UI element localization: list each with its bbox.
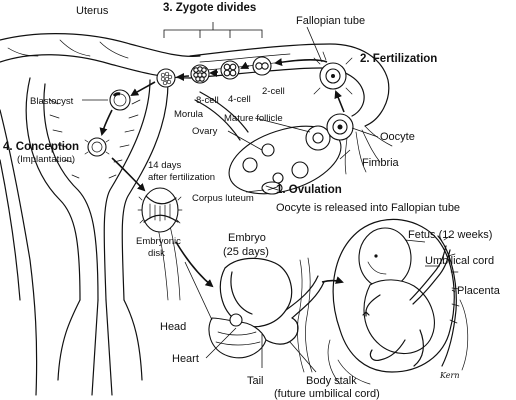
embryo-illustration [175,241,325,373]
ovary-illustration [194,91,342,195]
fimbria-label: Fimbria [362,157,400,169]
morula-stage [156,68,176,88]
heart-label: Heart [172,353,199,365]
zygote-bracket [163,22,263,38]
ovulation-label: 1. Ovulation [276,184,342,196]
ovulation-desc-label: Oocyte is released into Fallopian tube [276,202,460,214]
two-cell-stage [252,56,272,76]
corpus-luteum-label: Corpus luteum [192,193,254,204]
two-cell-label: 2-cell [262,86,285,97]
body-stalk-line1-label: Body stalk [306,375,357,387]
embryonic-line2-label: disk [148,248,165,259]
embryo-line2-label: (25 days) [223,246,269,258]
four-cell-stage [220,60,240,80]
body-stalk-line2-label: (future umbilical cord) [274,388,380,400]
ovary-label: Ovary [192,126,218,137]
fertilization-label: 2. Fertilization [360,53,437,65]
days-line2-label: after fertilization [148,172,215,183]
fertilization-cell [313,51,353,95]
eight-cell-stage [190,64,210,84]
labels: Uterus 3. Zygote divides Fallopian tube … [3,2,501,400]
placenta-label: Placenta [457,285,501,297]
migration-arrows [99,58,345,136]
embryonic-disk-illustration [111,157,183,233]
artist-signature: Kern [439,371,459,380]
fallopian-tube-label: Fallopian tube [296,15,365,27]
uterus-label: Uterus [76,5,109,17]
oocyte-label: Oocyte [380,131,415,143]
implantation-label: (Implantation) [17,154,75,165]
embryo-line1-label: Embryo [228,232,266,244]
blastocyst-label: Blastocyst [30,96,74,107]
oocyte-cell [326,113,354,141]
fetus-illustration [321,218,469,385]
embryonic-line1-label: Embryonic [136,236,181,247]
days-line1-label: 14 days [148,160,182,171]
morula-label: Morula [174,109,204,120]
eight-cell-label: 8-cell [196,95,219,106]
four-cell-label: 4-cell [228,94,251,105]
blastocyst-stage [109,89,131,111]
fetus-label: Fetus (12 weeks) [408,229,492,241]
mature-follicle-label: Mature follicle [224,113,283,124]
uterus-illustration [0,33,201,396]
umbilical-cord-label: Umbilical cord [425,255,494,267]
leader-lines [82,26,456,373]
head-label: Head [160,321,186,333]
tail-label: Tail [247,375,264,387]
conception-label: 4. Conception [3,141,79,153]
implanted-blastocyst [84,137,110,157]
zygote-divides-label: 3. Zygote divides [163,2,256,14]
